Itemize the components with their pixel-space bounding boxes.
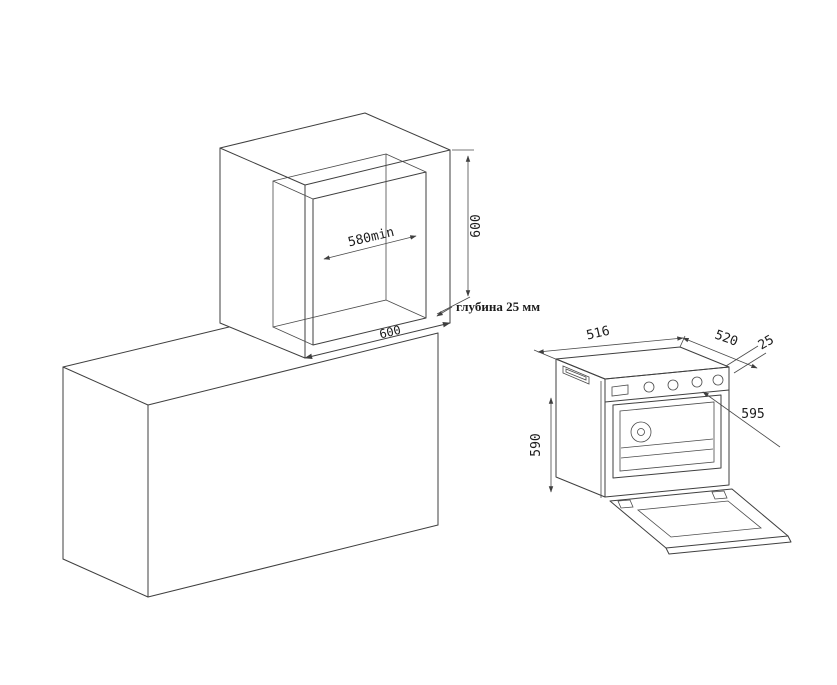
lower-cabinet-top-front-edges [62, 332, 439, 406]
oven-front-face [604, 366, 730, 498]
oven-516-label: 516 [585, 324, 611, 344]
niche-width-label: 600 [378, 323, 402, 342]
door-edge-thickness [665, 535, 792, 555]
cabinet-drawing: 580min 600 600 глубина 25 мм [62, 112, 540, 598]
oven-25-label: 25 [756, 333, 777, 354]
oven-drawing: 516 520 25 595 590 [529, 324, 792, 555]
dim-oven-590: 590 [529, 397, 554, 493]
recess-note-label: глубина 25 мм [456, 299, 540, 314]
cavity-shelf-rail-1 [620, 438, 714, 449]
side-vent-slot [565, 368, 587, 381]
dim-line-580 [323, 235, 417, 260]
dim-oven-595: 595 [702, 391, 781, 448]
lower-cabinet-bottom-edges [62, 524, 439, 598]
door-window [636, 500, 763, 538]
niche-edge-bottom-left [272, 326, 314, 346]
leader-line-595 [702, 391, 781, 448]
cavity-shelf-rail-2 [620, 448, 714, 459]
door-hinge-right [711, 490, 728, 500]
oven-590-label: 590 [529, 433, 544, 456]
dim-niche-min-depth: 580min [323, 225, 417, 260]
oven-knob [712, 374, 724, 386]
lower-cabinet [62, 326, 439, 598]
niche-edge-bottom-right [385, 299, 427, 319]
dim-oven-25: 25 [725, 333, 777, 374]
niche-height-label: 600 [469, 214, 484, 237]
oven-595-label: 595 [741, 407, 764, 422]
cavity-inner-frame [619, 401, 715, 472]
niche-edge-top-right [385, 153, 427, 173]
cavity-fan [630, 421, 652, 443]
upper-cabinet-base-front-edge [304, 321, 451, 360]
cavity-fan-hub [637, 428, 645, 436]
cavity-outer-frame [612, 394, 722, 479]
upper-cabinet-base-left-edge [219, 322, 306, 359]
side-vent-grille [562, 365, 590, 385]
door-hinge-left [617, 499, 634, 509]
niche-interior [272, 153, 427, 346]
dim-oven-516: 516 [533, 324, 684, 361]
dim-niche-height: 600 [436, 149, 484, 315]
upper-cabinet [219, 112, 451, 360]
oven-door-open [609, 488, 792, 555]
overhang-line-1 [725, 345, 759, 367]
door-outer-panel [609, 488, 789, 549]
oven-cavity [612, 394, 722, 479]
oven-body [555, 346, 730, 498]
niche-edge-top-left [272, 180, 314, 200]
dim-line-516 [537, 336, 684, 354]
oven-control-panel [604, 374, 730, 403]
dim-line-520 [682, 337, 758, 369]
oven-side-face [555, 358, 606, 498]
dim-niche-width: 600 [378, 323, 402, 342]
dim-oven-520: 520 [679, 328, 758, 369]
oven-520-label: 520 [713, 328, 740, 350]
recess-note: глубина 25 мм [436, 299, 540, 317]
niche-opening-frame [312, 171, 427, 346]
niche-opening [312, 171, 427, 346]
niche-min-depth-label: 580min [347, 225, 396, 251]
oven-knob [643, 381, 655, 393]
lower-cabinet-top-back-edge [62, 326, 230, 368]
recess-leader-line [436, 306, 453, 317]
overhang-line-2 [733, 352, 767, 374]
oven-knob [691, 376, 703, 388]
control-display [611, 384, 629, 397]
oven-knob [667, 379, 679, 391]
